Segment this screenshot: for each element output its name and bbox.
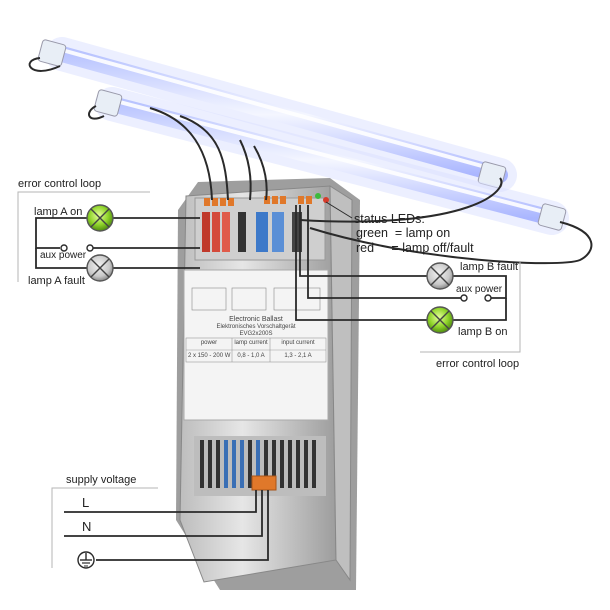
ballast-col-power: power — [200, 340, 218, 346]
ballast-col-lamp-current: lamp current — [234, 340, 268, 346]
status-led-red — [323, 197, 329, 203]
ballast-title: Electronic Ballast — [229, 316, 283, 323]
status-led-green — [315, 193, 321, 199]
status-leds-legend: status LEDs: green = lamp on red = lamp … — [354, 212, 474, 255]
ground-icon — [77, 551, 95, 569]
left-loop-bracket — [17, 191, 150, 282]
aux-power-terminal-left-b — [86, 244, 94, 252]
lamp-a-on-label: lamp A on — [34, 206, 83, 218]
terminal-n-label: N — [82, 519, 92, 534]
supply-wiring — [64, 490, 269, 561]
ballast-model: EVG2x200S — [239, 331, 273, 337]
error-loop-label-left: error control loop — [18, 178, 102, 190]
ballast-label-plate — [183, 269, 329, 421]
aux-power-terminal-left-a — [60, 244, 68, 252]
aux-power-label-right: aux power — [456, 284, 503, 295]
aux-power-terminal-right-b — [484, 294, 492, 302]
lamp-a-fault-indicator — [86, 254, 114, 282]
status-leds-red: red = lamp off/fault — [356, 240, 474, 255]
lamp-b-on-indicator — [426, 306, 454, 334]
uv-tube-upper — [37, 37, 517, 192]
ballast-col-input-current: input current — [281, 340, 315, 346]
status-led-pointer — [325, 201, 353, 219]
ballast-val-lamp-current: 0,8 - 1,0 A — [237, 353, 265, 359]
ballast-val-input-current: 1,3 - 2,1 A — [284, 353, 312, 359]
lamp-a-fault-label: lamp A fault — [28, 275, 85, 287]
aux-power-terminal-right-a — [460, 294, 468, 302]
status-leds-title: status LEDs: — [354, 212, 425, 226]
aux-power-label-left: aux power — [40, 250, 87, 261]
error-loop-label-right: error control loop — [436, 358, 520, 370]
left-error-loop — [35, 217, 200, 269]
tube-leads — [28, 57, 593, 265]
lamp-a-on-indicator — [86, 204, 114, 232]
ballast-subtitle: Elektronisches Vorschaltgerät — [216, 324, 296, 330]
ballast-housing — [176, 178, 360, 590]
lamp-b-fault-indicator — [426, 262, 454, 290]
status-leds-green: green = lamp on — [356, 226, 451, 241]
lamp-b-fault-label: lamp B fault — [460, 261, 519, 273]
lamp-b-on-label: lamp B on — [458, 326, 508, 338]
ballast-val-power: 2 x 150 - 200 W — [188, 353, 231, 359]
supply-terminal-block — [251, 475, 277, 491]
right-error-loop — [295, 205, 507, 321]
supply-voltage-label: supply voltage — [66, 474, 137, 486]
right-loop-bracket — [420, 262, 521, 353]
supply-bracket — [51, 487, 158, 568]
terminal-l-label: L — [82, 495, 90, 510]
